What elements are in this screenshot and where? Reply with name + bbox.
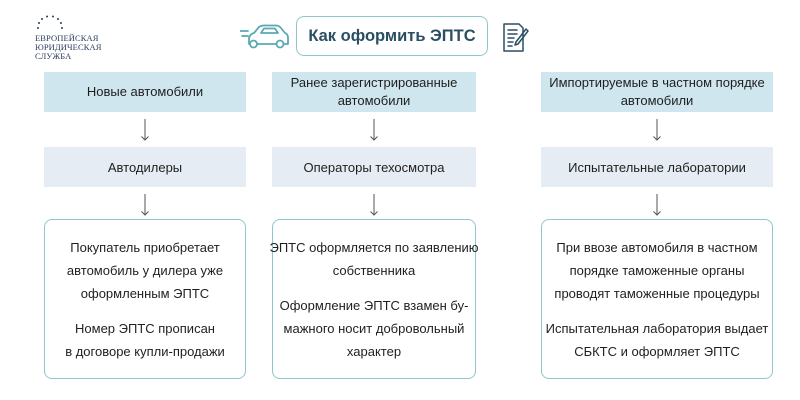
info-line: проводят таможенные процедуры xyxy=(554,285,760,301)
info-paragraph: Номер ЭПТС прописан в договоре купли-про… xyxy=(65,317,225,363)
operator-box: Операторы техосмотра xyxy=(272,147,476,187)
logo: ЕВРОПЕЙСКАЯ ЮРИДИЧЕСКАЯ СЛУЖБА xyxy=(30,14,120,62)
operator-box: Испытательные лаборатории xyxy=(541,147,773,187)
eu-stars-icon xyxy=(37,15,63,29)
info-paragraph: ЭПТС оформляется по заявлению собственни… xyxy=(269,236,478,282)
arrow-down-icon xyxy=(141,119,149,141)
category-box: Импортируемые в частном порядке автомоби… xyxy=(541,72,773,112)
info-line: характер xyxy=(346,343,402,359)
arrow-down-icon xyxy=(370,194,378,216)
info-line: ЭПТС оформляется по заявлению xyxy=(269,239,479,255)
page-title: Как оформить ЭПТС xyxy=(296,16,488,56)
category-box: Новые автомобили xyxy=(44,72,246,112)
column-registered-cars: Ранее зарегистрированные автомобили Опер… xyxy=(269,72,479,379)
info-line: в договоре купли-продажи xyxy=(65,343,225,359)
info-line: Номер ЭПТС прописан xyxy=(75,320,215,336)
info-box: ЭПТС оформляется по заявлению собственни… xyxy=(269,219,479,379)
arrow-down-icon xyxy=(141,194,149,216)
logo-line: СЛУЖБА xyxy=(35,51,72,61)
info-line: СБКТС и оформляет ЭПТС xyxy=(574,343,740,359)
info-box: При ввозе автомобиля в частном порядке т… xyxy=(541,219,773,379)
info-line: оформленным ЭПТС xyxy=(80,285,210,301)
arrow-down-icon xyxy=(370,119,378,141)
car-icon xyxy=(240,24,289,49)
column-imported-cars: Импортируемые в частном порядке автомоби… xyxy=(541,72,773,379)
arrow-down-icon xyxy=(653,119,661,141)
info-line: Испытательная лаборатория выдает xyxy=(545,320,769,336)
info-line: Оформление ЭПТС взамен бу- xyxy=(279,297,469,313)
info-line: мажного носит добровольный xyxy=(283,320,465,336)
operator-box: Автодилеры xyxy=(44,147,246,187)
info-paragraph: Испытательная лаборатория выдает СБКТС и… xyxy=(546,317,769,363)
info-line: собственника xyxy=(332,262,416,278)
arrow-down-icon xyxy=(653,194,661,216)
info-line: Покупатель приобретает xyxy=(70,239,220,255)
info-paragraph: Оформление ЭПТС взамен бу- мажного носит… xyxy=(280,294,469,363)
info-paragraph: При ввозе автомобиля в частном порядке т… xyxy=(554,236,759,305)
logo-text: ЕВРОПЕЙСКАЯ ЮРИДИЧЕСКАЯ СЛУЖБА xyxy=(35,34,102,61)
logo-line: ЕВРОПЕЙСКАЯ xyxy=(35,33,99,43)
info-line: порядке таможенные органы xyxy=(569,262,745,278)
info-line: автомобиль у дилера уже xyxy=(66,262,224,278)
logo-line: ЮРИДИЧЕСКАЯ xyxy=(35,42,102,52)
info-line: При ввозе автомобиля в частном xyxy=(556,239,758,255)
category-box: Ранее зарегистрированные автомобили xyxy=(272,72,476,112)
column-new-cars: Новые автомобили Автодилеры Покупатель п… xyxy=(44,72,246,379)
document-edit-icon xyxy=(503,23,529,52)
info-paragraph: Покупатель приобретает автомобиль у диле… xyxy=(67,236,223,305)
info-box: Покупатель приобретает автомобиль у диле… xyxy=(44,219,246,379)
